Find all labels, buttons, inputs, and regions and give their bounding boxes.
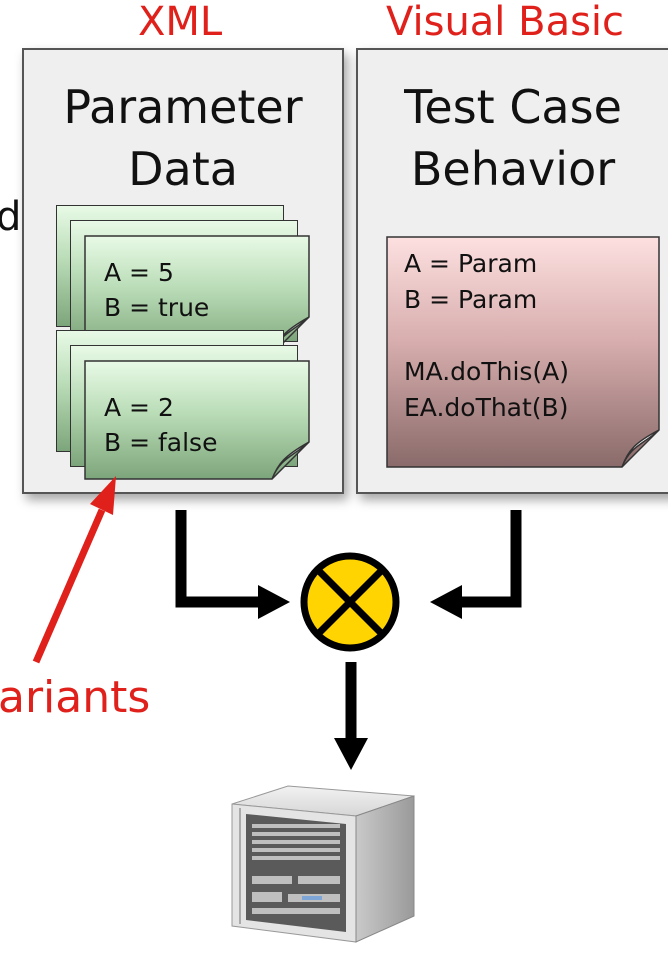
variants-pointer-line — [32, 508, 106, 664]
panel-title-line1: Parameter — [63, 80, 303, 134]
variants-label: ariants — [0, 672, 151, 723]
note-line: B = Param — [404, 285, 538, 314]
note-line: MA.doThis(A) — [404, 357, 570, 386]
note-line: A = Param — [404, 249, 538, 278]
behavior-note: A = Param B = Param MA.doThis(A) EA.doTh… — [386, 236, 660, 468]
xml-label: XML — [138, 0, 223, 45]
card-line2: B = true — [104, 293, 210, 322]
card-shape — [84, 360, 310, 480]
panel-title-line2: Data — [128, 142, 238, 196]
parameter-card-front: A = 5 B = true — [84, 235, 310, 355]
note-shape — [386, 236, 660, 468]
panel-title-line2: Behavior — [410, 142, 616, 196]
card-line2: B = false — [104, 428, 218, 457]
panel-title-line1: Test Case — [404, 80, 622, 134]
note-line: EA.doThat(B) — [404, 393, 569, 422]
card-line1: A = 5 — [104, 258, 174, 287]
right-connector-arrowhead — [430, 585, 462, 619]
parameter-card-front: A = 2 B = false — [84, 360, 310, 480]
left-edge-text: d — [0, 194, 22, 240]
circled-x-combiner-icon — [300, 552, 400, 652]
left-connector-line — [175, 510, 262, 608]
visual-basic-label: Visual Basic — [386, 0, 625, 45]
server-rack-icon — [231, 785, 415, 943]
right-connector-line — [460, 510, 522, 608]
card-line1: A = 2 — [104, 393, 174, 422]
down-connector-arrowhead — [334, 738, 368, 770]
left-connector-arrowhead — [258, 585, 290, 619]
